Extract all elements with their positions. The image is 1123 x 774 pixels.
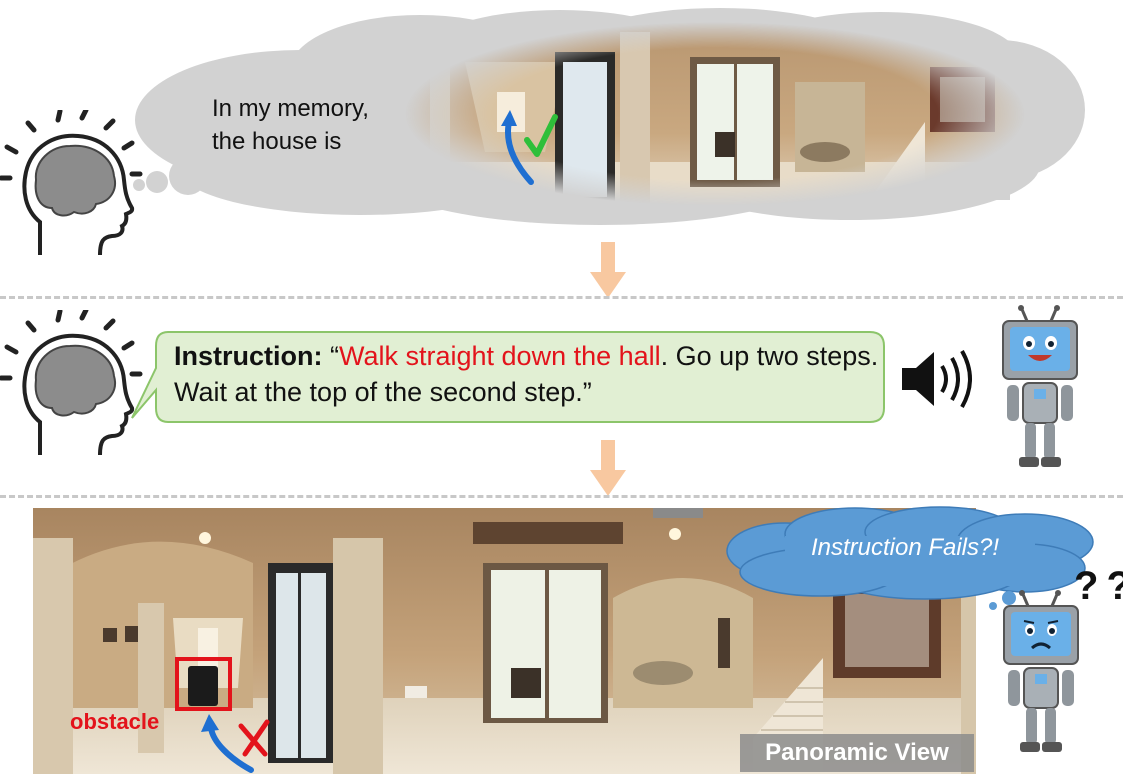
flow-arrow-1 <box>590 242 626 298</box>
obstacle-box <box>175 657 232 711</box>
instruction-speech-bubble <box>131 331 885 423</box>
checkmark-icon <box>524 114 558 157</box>
human-head-icon <box>0 110 143 256</box>
fails-thought-cloud <box>726 506 1094 610</box>
robot-happy-icon <box>1002 305 1078 467</box>
instruction-label: Instruction: <box>174 341 323 371</box>
obstacle-label: obstacle <box>70 709 160 734</box>
instruction-text: Instruction: “Walk straight down the hal… <box>174 338 880 410</box>
memory-panorama-image <box>405 22 1025 207</box>
instruction-rest: . Go up two steps. Wait at the top of th… <box>174 341 879 407</box>
human-head-icon-2 <box>0 310 143 456</box>
panoramic-view-label: Panoramic View <box>740 734 974 772</box>
brain-icon-2 <box>34 344 116 417</box>
section-divider-1 <box>0 296 1123 299</box>
path-arrow <box>505 119 534 185</box>
brain-icon <box>34 144 116 217</box>
memory-text: In my memory, the house is <box>212 92 369 158</box>
robot-confused-icon <box>1003 590 1079 752</box>
instruction-highlight: Walk straight down the hall <box>339 341 661 371</box>
path-arrow-2 <box>208 725 254 773</box>
speaker-icon <box>902 350 972 408</box>
flow-arrow-2 <box>590 440 626 496</box>
section-divider-2 <box>0 495 1123 498</box>
memory-text-line1: In my memory, <box>212 95 369 122</box>
memory-text-line2: the house is <box>212 128 342 155</box>
question-marks: ? ? <box>1074 564 1123 608</box>
cross-icon <box>238 719 270 757</box>
fails-text: Instruction Fails?! <box>810 534 1000 561</box>
instruction-open-quote: “ <box>322 341 339 371</box>
